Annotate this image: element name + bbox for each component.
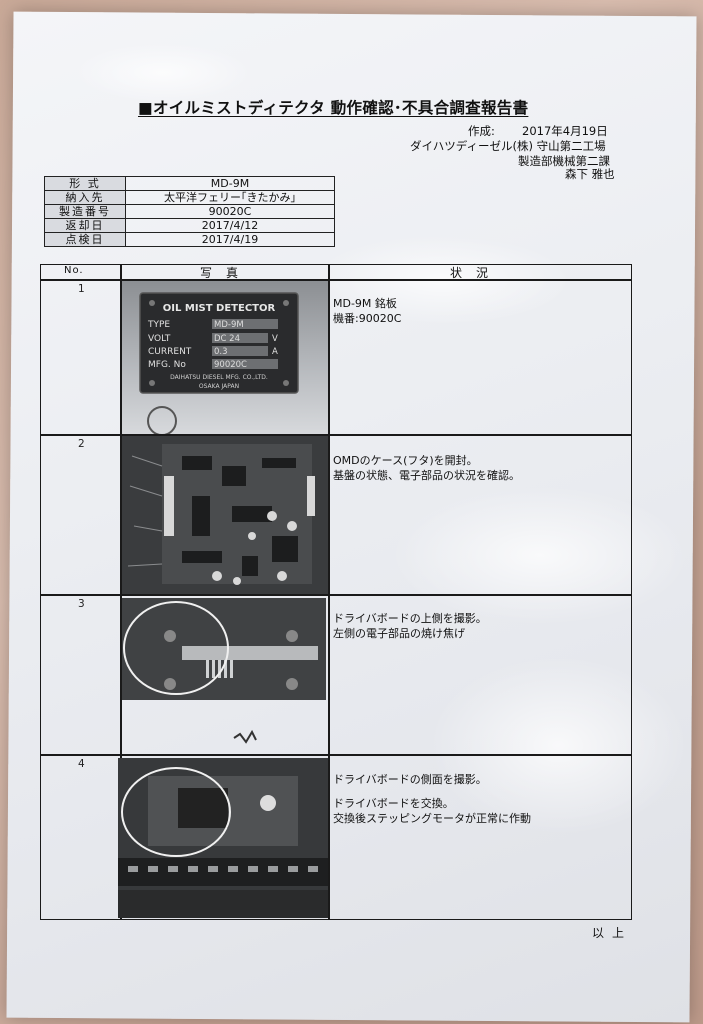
column-divider [120,264,122,920]
circuit-board-image [122,436,328,594]
nameplate-current-unit: A [272,347,278,357]
header-photo: 写真 [200,266,253,280]
row-number: 1 [78,283,85,295]
driver-board-top-image [122,598,326,700]
nameplate-volt-label: VOLT [148,334,171,344]
info-row-return-date: 返却日 2017/4/12 [44,218,335,233]
nameplate-city: OSAKA JAPAN [199,383,239,390]
description-line: ドライバボードの上側を撮影。 [333,612,487,625]
row-divider [40,594,632,596]
info-value: 2017/4/12 [125,218,335,233]
row-divider [40,434,632,436]
header-divider [40,279,632,281]
row-description: ドライバボードの側面を撮影。 ドライバボードを交換。 交換後ステッピングモータが… [333,772,531,826]
row-description: OMDのケース(フタ)を開封。 基盤の状態、電子部品の状況を確認。 [333,453,520,483]
info-key: 返却日 [44,218,126,233]
description-line: 基盤の状態、電子部品の状況を確認。 [333,469,520,482]
nameplate-mfg-label: MFG. No [148,360,186,370]
info-key: 製造番号 [44,204,126,219]
photo-driver-board-top [122,598,326,700]
info-row-model: 形 式 MD-9M [44,176,335,191]
nameplate-type-label: TYPE [147,320,170,330]
description-line: OMDのケース(フタ)を開封。 [333,454,478,467]
company-name: ダイハツディーゼル(株) 守山第二工場 [410,139,606,153]
info-value: 2017/4/19 [125,232,335,247]
photo-circuit-board [122,436,328,594]
row-number: 2 [78,438,85,450]
inspection-table [40,264,632,920]
info-value: 太平洋フェリー｢きたかみ｣ [125,190,335,205]
description-line: 交換後ステッピングモータが正常に作動 [333,812,531,825]
info-row-inspect-date: 点検日 2017/4/19 [44,232,335,247]
header-no: No. [64,265,84,276]
scratch-mark [233,729,257,744]
nameplate-maker: DAIHATSU DIESEL MFG. CO.,LTD. [170,374,268,381]
info-key: 納入先 [44,190,126,205]
description-line: ドライバボードを交換。 [333,797,454,810]
nameplate-current-label: CURRENT [148,347,192,357]
nameplate-volt-unit: V [272,334,278,344]
row-number: 4 [78,758,85,770]
driver-board-side-image [118,758,328,918]
nameplate-mfg-value: 90020C [214,360,247,370]
nameplate-image: OIL MIST DETECTOR TYPE VOLT CURRENT MFG.… [139,292,299,434]
header-status: 状況 [450,266,503,280]
info-table: 形 式 MD-9M 納入先 太平洋フェリー｢きたかみ｣ 製造番号 90020C … [44,176,335,247]
info-row-customer: 納入先 太平洋フェリー｢きたかみ｣ [44,190,335,205]
description-line [333,787,531,796]
report-title: ■オイルミストディテクタ 動作確認･不具合調査報告書 [138,99,529,117]
photo-nameplate: OIL MIST DETECTOR TYPE VOLT CURRENT MFG.… [122,281,328,434]
column-divider [328,264,330,920]
info-value: MD-9M [125,176,335,191]
nameplate-volt-value: DC 24 [214,334,240,344]
info-row-serial: 製造番号 90020C [44,204,335,219]
info-key: 形 式 [44,176,126,191]
nameplate-current-value: 0.3 [214,347,228,357]
description-line: 左側の電子部品の焼け焦げ [333,627,465,640]
row-description: MD-9M 銘板 機番:90020C [333,296,401,326]
description-line: 機番:90020C [333,312,402,325]
department-name: 製造部機械第二課 [518,154,610,168]
footer-end-mark: 以上 [592,926,633,940]
info-key: 点検日 [44,232,126,247]
created-label: 作成: [468,124,495,138]
nameplate-heading: OIL MIST DETECTOR [163,303,276,314]
row-description: ドライバボードの上側を撮影。 左側の電子部品の焼け焦げ [333,611,487,641]
info-value: 90020C [125,204,335,219]
row-number: 3 [78,598,85,610]
nameplate-type-value: MD-9M [214,320,244,330]
photo-driver-board-side [118,758,328,918]
description-line: ドライバボードの側面を撮影。 [333,773,487,786]
description-line: MD-9M 銘板 [333,297,397,310]
author-name: 森下 雅也 [565,167,615,181]
created-date: 2017年4月19日 [522,124,608,138]
row-divider [40,754,632,756]
